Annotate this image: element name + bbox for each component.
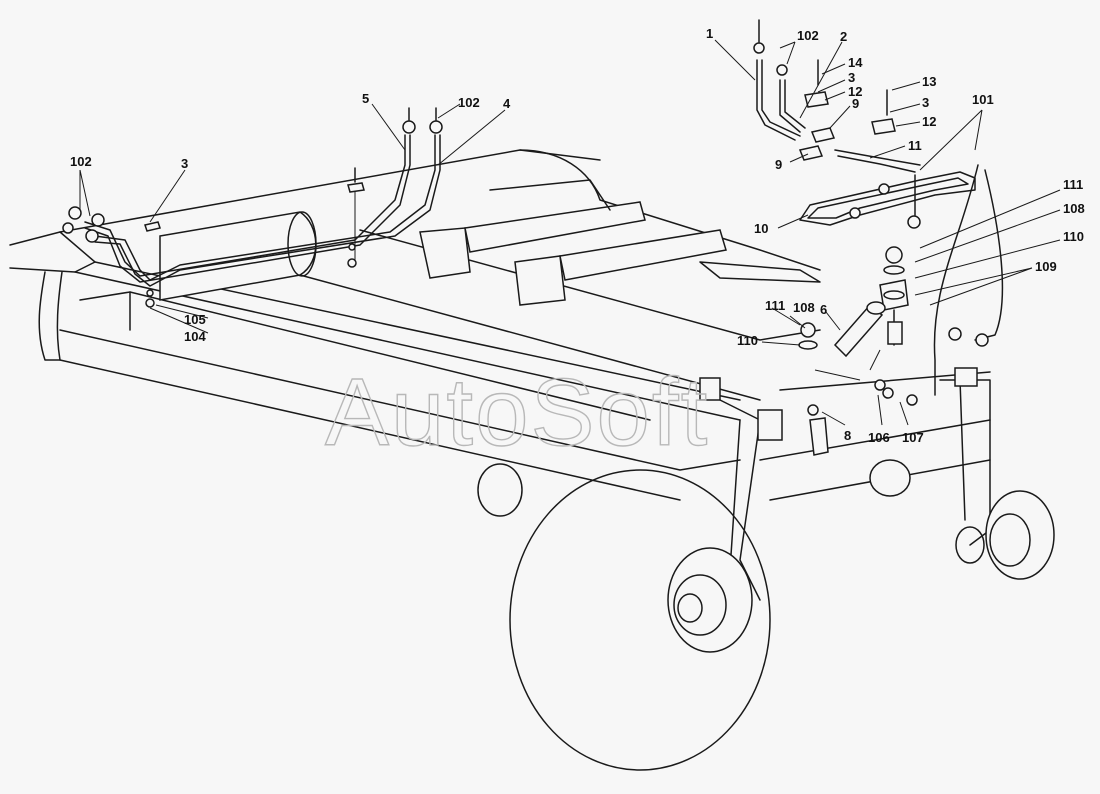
- label-111-center: 111: [765, 298, 785, 313]
- label-105: 105: [184, 312, 206, 327]
- label-102-top-right: 102: [797, 28, 819, 43]
- label-13: 13: [922, 74, 936, 89]
- label-106: 106: [868, 430, 890, 445]
- watermark-text: AutoSoft: [325, 359, 709, 466]
- label-109: 109: [1035, 259, 1057, 274]
- part-number-labels: 1 102 2 14 3 12 9 13 3 12 101 9 11 10 11…: [70, 26, 1085, 445]
- label-102-center: 102: [458, 95, 480, 110]
- label-8: 8: [844, 428, 851, 443]
- label-110-center: 110: [737, 333, 758, 348]
- label-4: 4: [503, 96, 511, 111]
- label-5: 5: [362, 91, 369, 106]
- label-108-center: 108: [793, 300, 815, 315]
- label-3-right-upper: 3: [848, 70, 855, 85]
- label-3-left: 3: [181, 156, 188, 171]
- label-11: 11: [908, 138, 922, 153]
- label-102-left: 102: [70, 154, 92, 169]
- label-101: 101: [972, 92, 994, 107]
- label-104: 104: [184, 329, 206, 344]
- label-9-upper: 9: [852, 96, 859, 111]
- label-108-right: 108: [1063, 201, 1085, 216]
- label-10: 10: [754, 221, 768, 236]
- label-12-lower: 12: [922, 114, 936, 129]
- brake-lines-left: [62, 107, 443, 308]
- label-6: 6: [820, 302, 827, 317]
- label-111-right: 111: [1063, 177, 1083, 192]
- label-110-right: 110: [1063, 229, 1084, 244]
- front-axle-suspension: [477, 367, 1055, 771]
- leader-lines: [79, 39, 1061, 426]
- label-2: 2: [840, 29, 847, 44]
- brake-lines-right: [753, 19, 1004, 456]
- label-14: 14: [848, 55, 863, 70]
- label-1: 1: [706, 26, 713, 41]
- label-3-right-lower: 3: [922, 95, 929, 110]
- label-12-upper: 12: [848, 84, 862, 99]
- label-107: 107: [902, 430, 924, 445]
- label-9-lower: 9: [775, 157, 782, 172]
